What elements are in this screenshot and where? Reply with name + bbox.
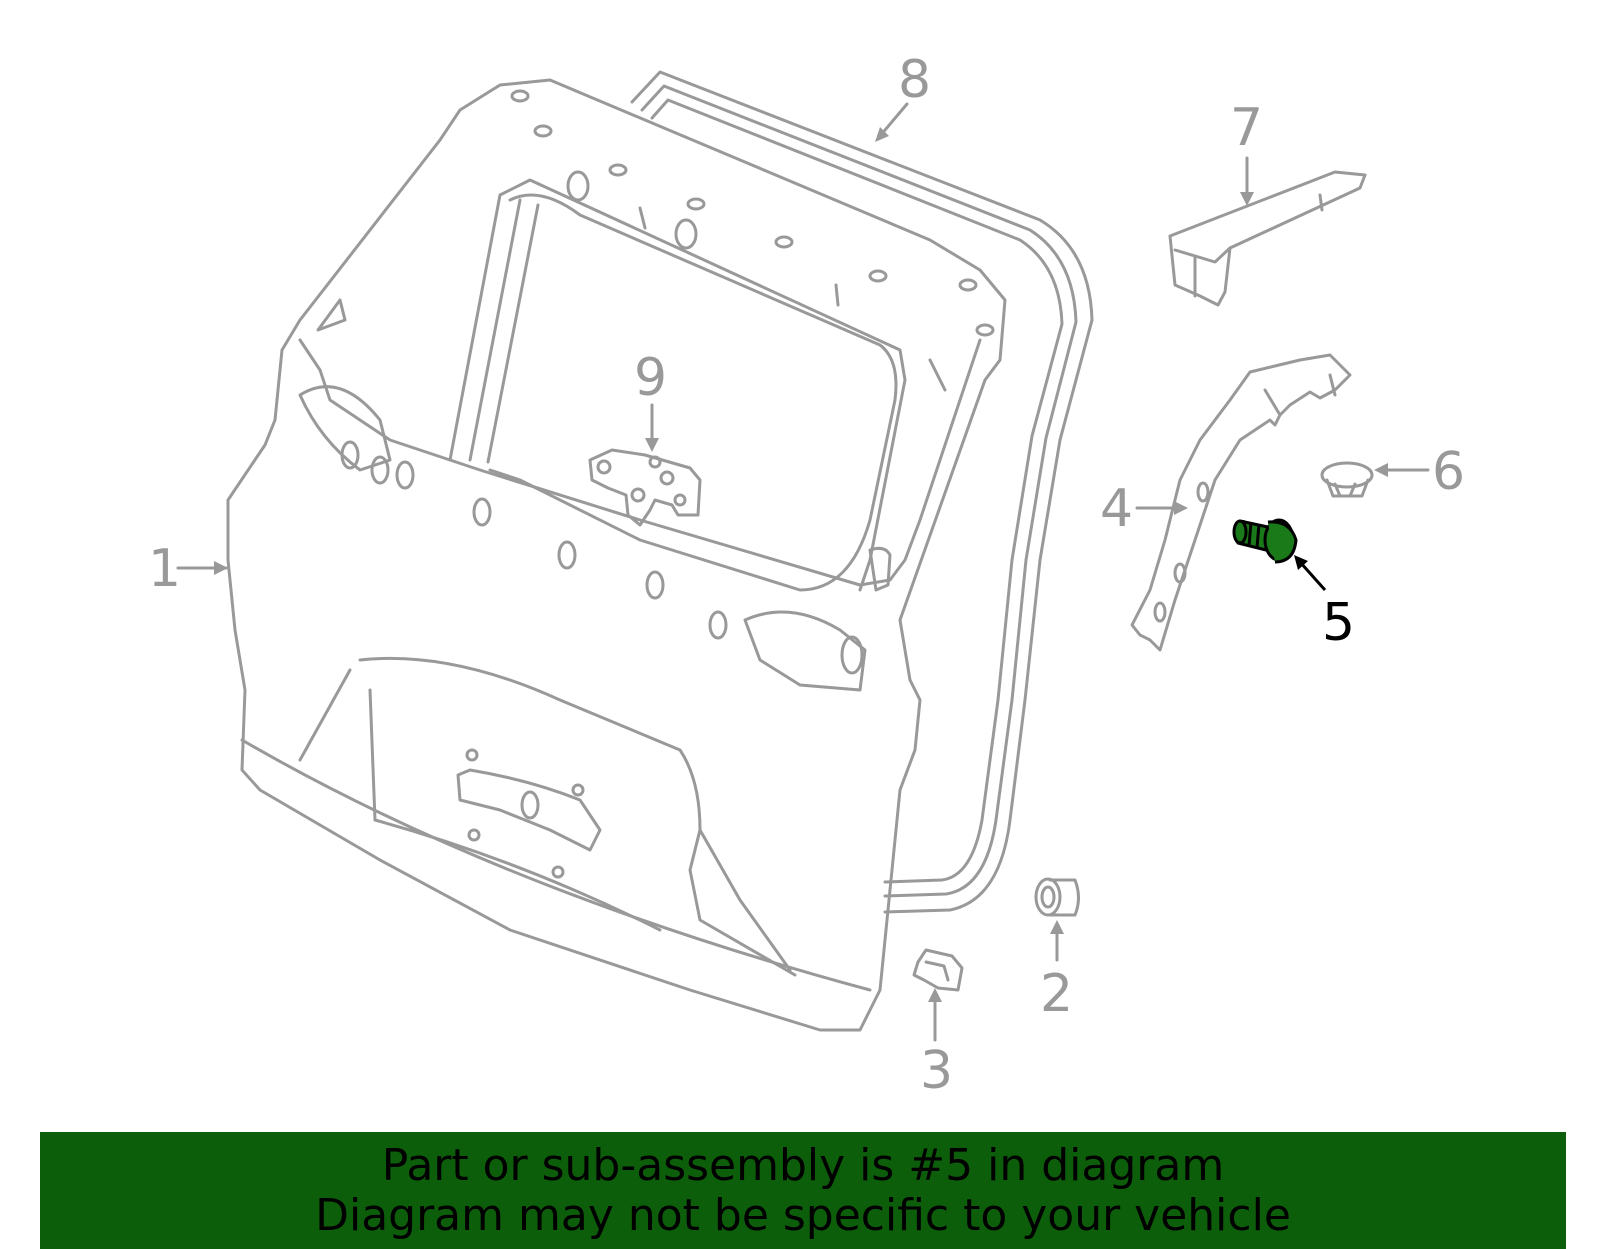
callout-8: 8: [898, 50, 932, 110]
callout-4: 4: [1100, 479, 1134, 539]
clip-part-3: [912, 948, 964, 992]
callout-6: 6: [1432, 442, 1466, 502]
bracket-part-7: [1168, 170, 1367, 307]
banner-line-part-number: Part or sub-assembly is #5 in diagram: [381, 1139, 1225, 1191]
bracket-part-4: [1130, 353, 1352, 652]
bolt-part-5: [1232, 518, 1298, 564]
callout-7: 7: [1230, 98, 1264, 158]
weatherstrip-seal-part-8: [630, 70, 1094, 914]
callout-1: 1: [148, 539, 182, 599]
callout-arrow-5: [1294, 555, 1327, 591]
info-banner: Part or sub-assembly is #5 in diagram Di…: [40, 1132, 1566, 1249]
callout-3: 3: [920, 1041, 954, 1101]
callout-2: 2: [1040, 964, 1074, 1024]
liftgate-panel-part-1: [226, 78, 1007, 1032]
callout-5: 5: [1322, 593, 1356, 653]
callout-9: 9: [634, 348, 668, 408]
banner-line-disclaimer: Diagram may not be specific to your vehi…: [315, 1189, 1291, 1241]
bumper-part-2: [1034, 877, 1080, 917]
bracket-part-9: [588, 448, 702, 527]
grommet-part-6: [1320, 461, 1374, 498]
